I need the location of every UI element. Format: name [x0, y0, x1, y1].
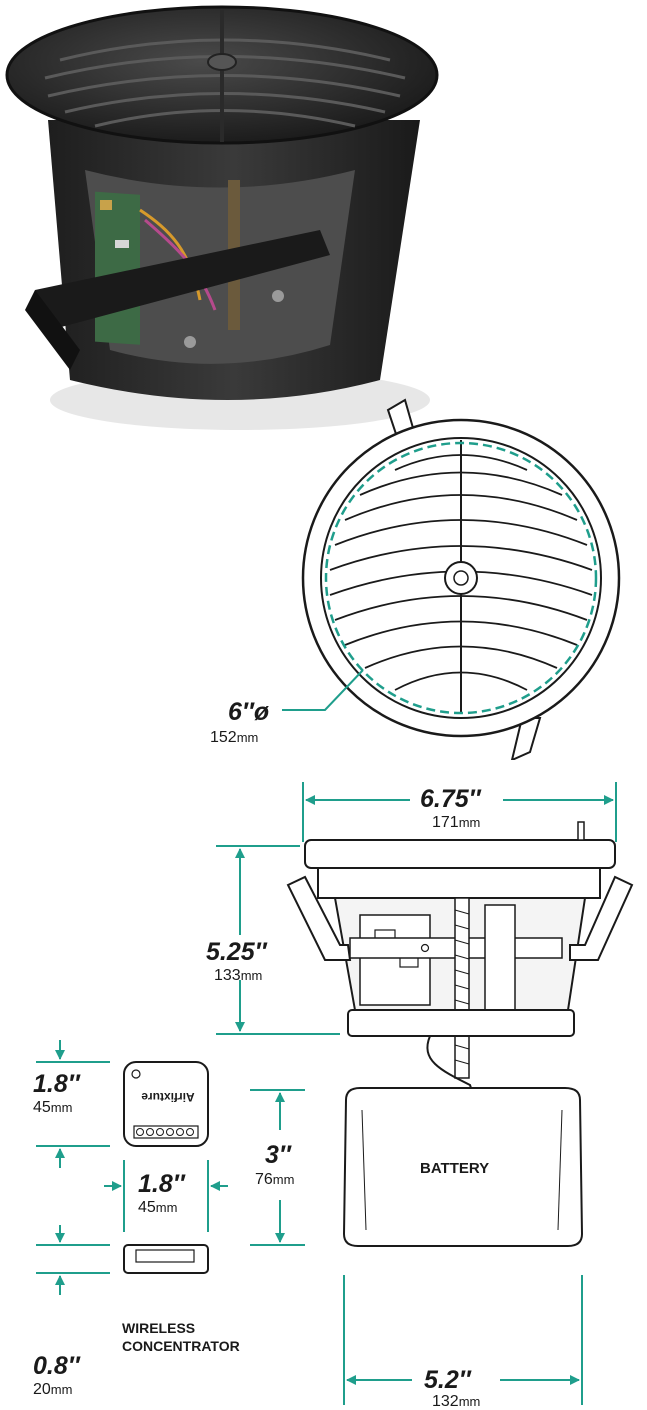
diameter-marker — [324, 441, 598, 715]
height-dim — [216, 845, 340, 1035]
concentrator-height-metric-number: 45 — [33, 1099, 51, 1116]
height-metric-number: 133 — [214, 967, 241, 984]
concentrator-width-dim — [104, 1160, 228, 1232]
concentrator-label-line1: WIRELESS — [122, 1320, 196, 1336]
flange-width-value: 6.75″ — [420, 785, 481, 813]
top-view-diagram — [282, 398, 621, 760]
battery-width-metric-number: 132 — [432, 1393, 459, 1410]
concentrator-brand: Airfixture — [141, 1090, 195, 1104]
concentrator-width-metric: 45mm — [138, 1200, 177, 1216]
battery-cable — [426, 1035, 476, 1101]
battery-box — [342, 1087, 584, 1247]
side-flange — [304, 839, 616, 869]
flange-width-metric: 171mm — [432, 815, 480, 831]
flange-width-unit: mm — [458, 815, 481, 830]
concentrator-depth-dim — [36, 1225, 110, 1295]
concentrator-width-value: 1.8″ — [138, 1170, 185, 1198]
battery-label: BATTERY — [420, 1160, 490, 1177]
concentrator-depth-metric-number: 20 — [33, 1381, 51, 1398]
battery-height-value: 3″ — [265, 1141, 291, 1169]
concentrator-height-unit: mm — [50, 1100, 73, 1115]
battery-height-dim — [250, 1089, 305, 1246]
battery-height-unit: mm — [272, 1172, 295, 1187]
side-arm-left — [286, 875, 352, 961]
concentrator-depth-metric: 20mm — [33, 1382, 72, 1398]
side-circuit — [359, 914, 431, 1006]
battery-width-dim — [343, 1275, 583, 1405]
flange-width-metric-number: 171 — [432, 814, 459, 831]
battery-width-value: 5.2″ — [424, 1366, 471, 1394]
concentrator-height-value: 1.8″ — [33, 1070, 80, 1098]
product-photo — [5, 5, 439, 430]
concentrator-height-dim — [36, 1040, 110, 1168]
concentrator-depth-unit: mm — [50, 1382, 73, 1397]
diameter-dim-metric-number: 152 — [210, 729, 237, 746]
battery-width-unit: mm — [458, 1394, 481, 1409]
concentrator-depth-value: 0.8″ — [33, 1352, 80, 1380]
height-value: 5.25″ — [206, 938, 267, 966]
battery-height-metric: 76mm — [255, 1172, 294, 1188]
concentrator-front — [123, 1061, 209, 1147]
concentrator-height-metric: 45mm — [33, 1100, 72, 1116]
concentrator-width-unit: mm — [155, 1200, 178, 1215]
height-unit: mm — [240, 968, 263, 983]
height-metric: 133mm — [214, 968, 262, 984]
battery-width-metric: 132mm — [432, 1394, 480, 1410]
mount-bracket — [35, 230, 330, 330]
diameter-dim-value: 6″ø — [228, 698, 270, 726]
diameter-dim-metric: 152mm — [210, 730, 258, 746]
concentrator-label-line2: CONCENTRATOR — [122, 1338, 240, 1354]
diameter-dim-unit: mm — [236, 730, 259, 745]
battery-height-metric-number: 76 — [255, 1171, 273, 1188]
side-arm-right — [569, 875, 634, 961]
bottom-tab — [510, 717, 542, 760]
concentrator-width-metric-number: 45 — [138, 1199, 156, 1216]
flange-width-dim — [302, 782, 617, 842]
side-base — [347, 1009, 575, 1037]
